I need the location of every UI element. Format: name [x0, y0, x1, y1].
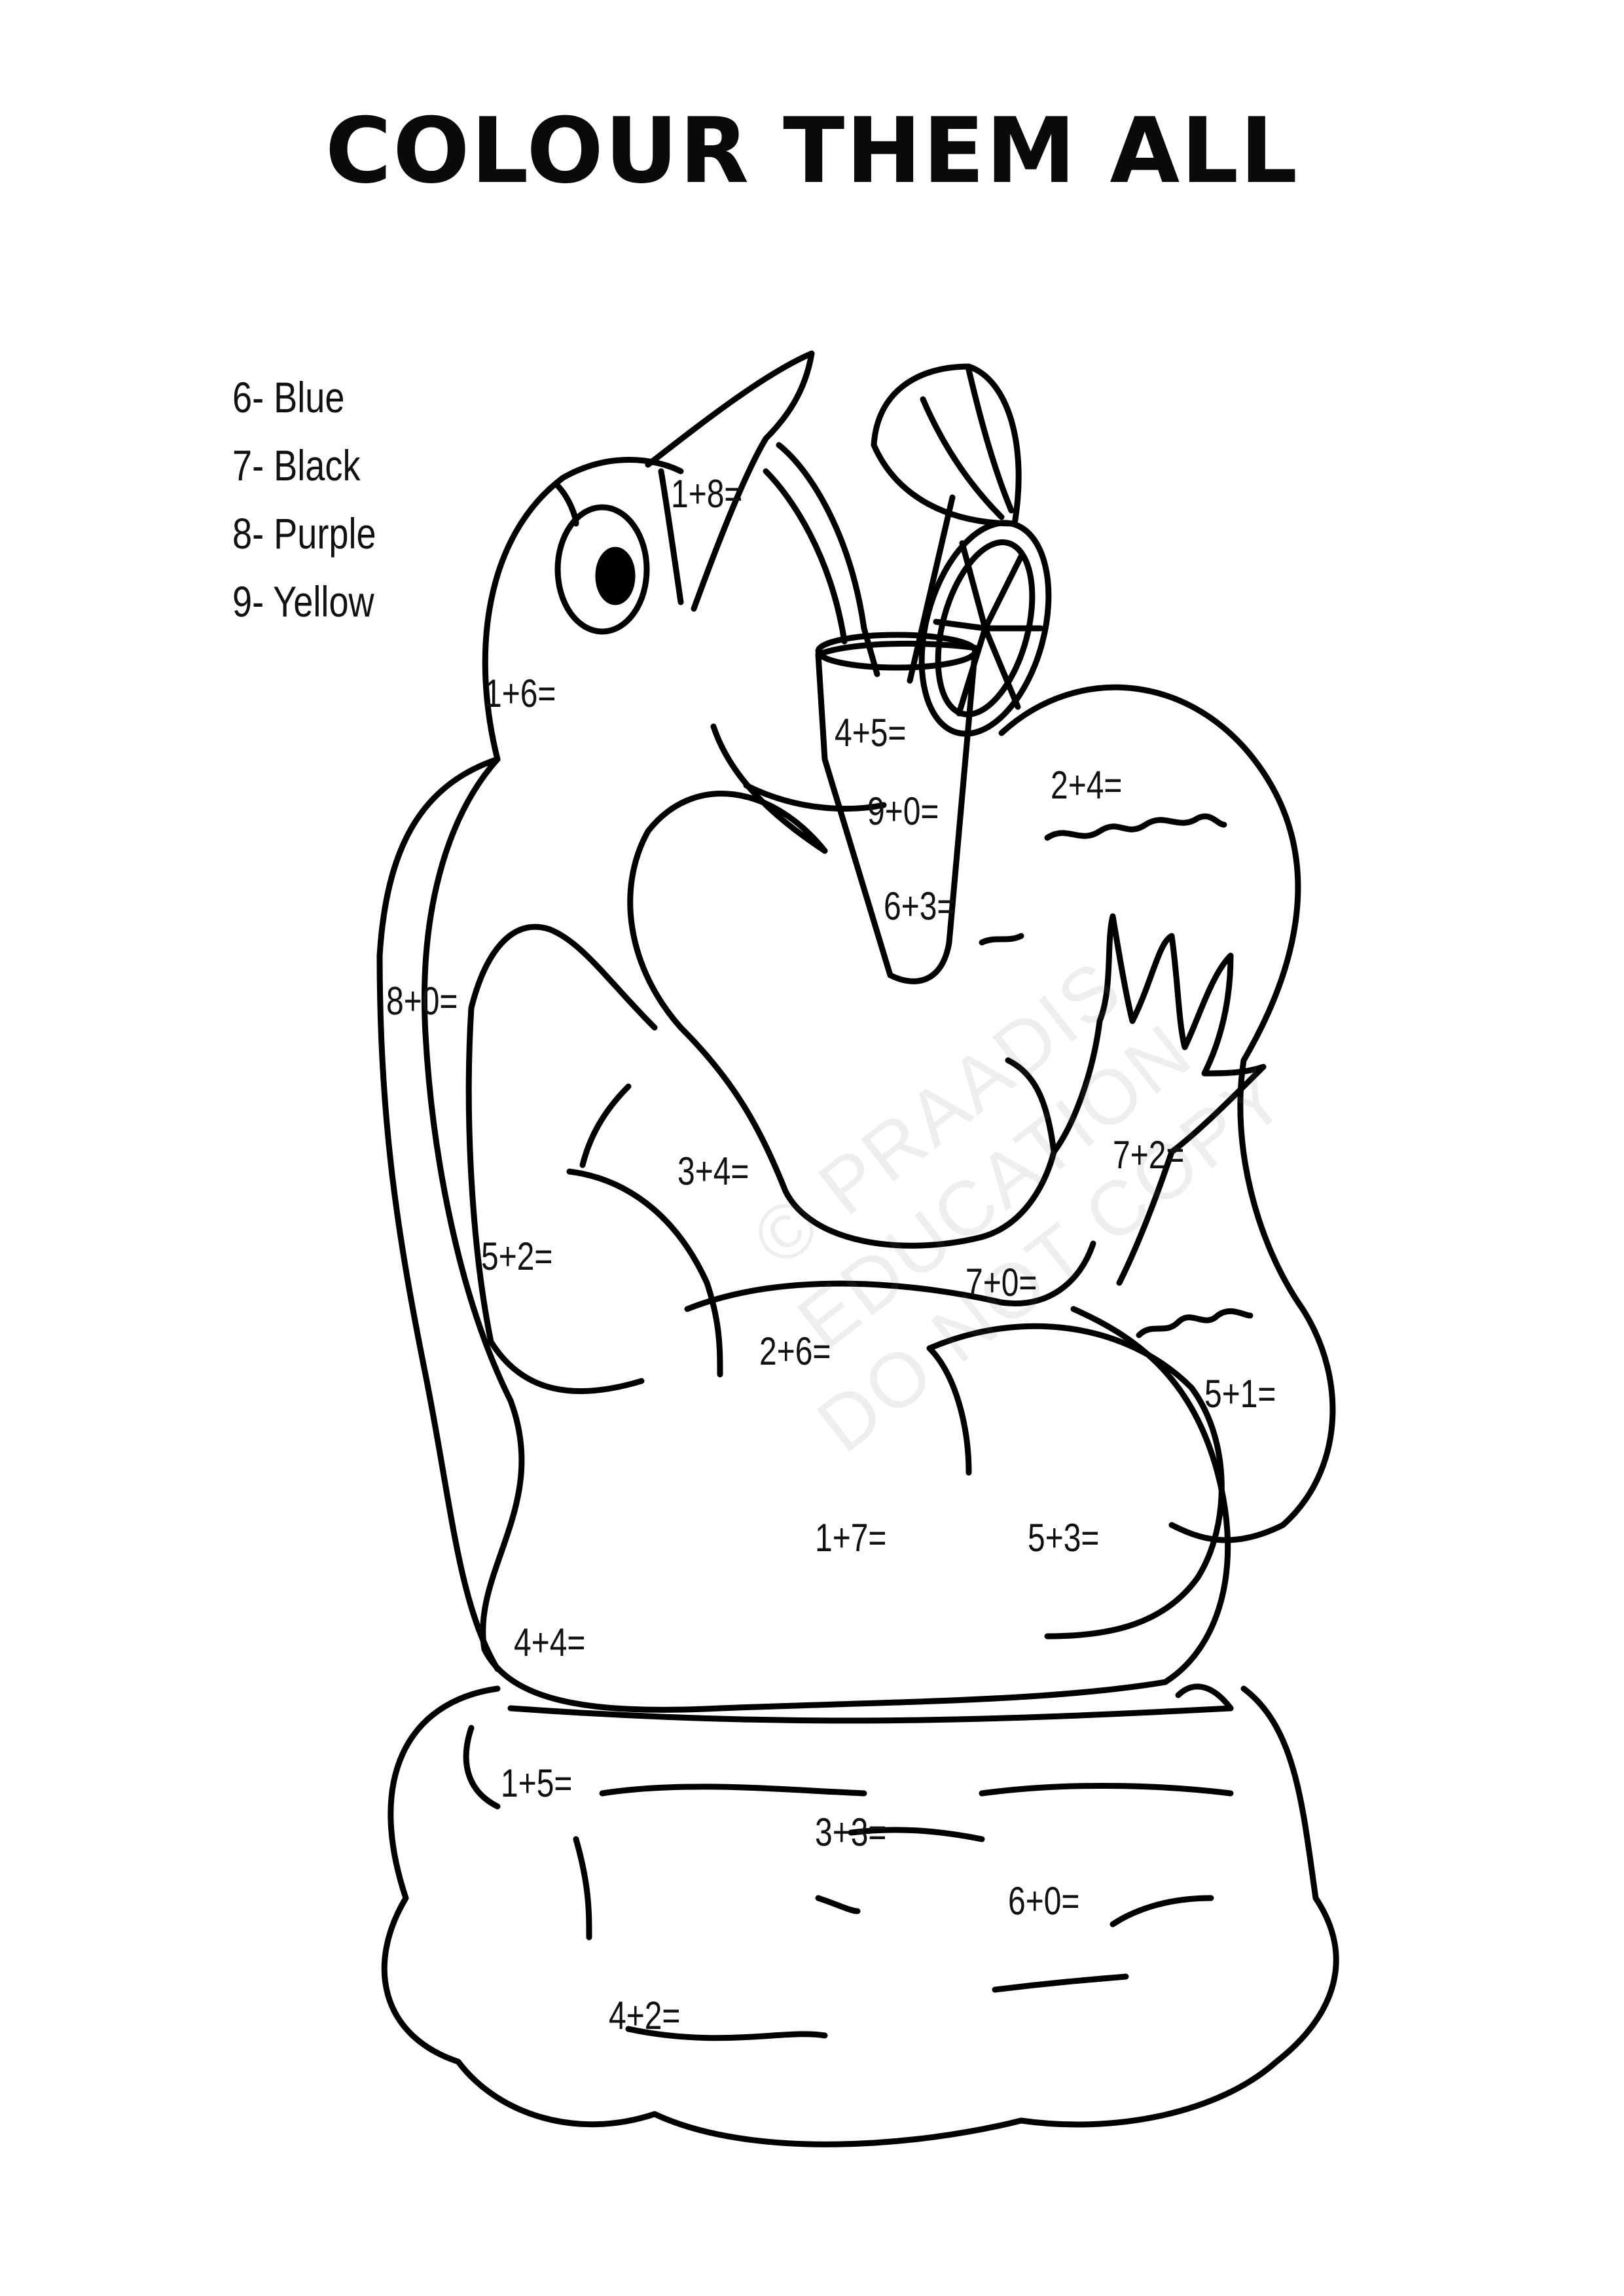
water-ripple — [573, 1836, 592, 1941]
equation-label: 6+3= — [884, 884, 956, 928]
drink-glass-base — [743, 782, 887, 812]
equation-label: 1+5= — [501, 1761, 573, 1805]
equation-label: 1+7= — [815, 1516, 887, 1560]
penguin-eye-pupil — [595, 547, 636, 605]
water-ripple — [507, 1705, 1234, 1724]
water-ripple — [463, 1725, 501, 1810]
penguin-head-outline — [482, 457, 684, 762]
equation-label: 5+2= — [481, 1234, 553, 1278]
drink-umbrella-rib — [920, 396, 1005, 520]
water-ripple — [992, 1973, 1129, 1993]
water-ripple — [979, 1782, 1234, 1797]
equation-label: 7+0= — [965, 1261, 1038, 1304]
straw — [763, 468, 848, 645]
water-ripple — [848, 1827, 985, 1842]
equation-label: 1+6= — [484, 672, 556, 715]
squiggle-line — [1044, 813, 1227, 841]
penguin-eye — [554, 504, 650, 635]
penguin-belly-line — [566, 1168, 723, 1378]
color-key-item-8: 8- Purple — [232, 509, 376, 558]
equation-label: 2+4= — [1051, 763, 1123, 807]
water-puddle-outline — [381, 1685, 1339, 2147]
penguin-tummy — [926, 1323, 1225, 1640]
penguin-beak — [645, 350, 815, 612]
water-ripple — [1175, 1683, 1234, 1712]
water-ripple — [815, 1895, 861, 1914]
equation-label: 4+5= — [835, 711, 907, 755]
drink-umbrella-rib — [965, 367, 1015, 514]
penguin-tummy-line — [926, 1345, 972, 1476]
equation-label: 5+3= — [1028, 1516, 1100, 1560]
straw — [776, 442, 880, 677]
equation-label: 1+8= — [671, 472, 743, 516]
lemon-segment — [933, 540, 1044, 717]
water-ripple — [599, 1784, 867, 1797]
umbrella-stick — [907, 494, 956, 684]
equation-label: 7+2= — [1113, 1133, 1185, 1177]
penguin-back-hump — [998, 684, 1336, 1543]
page-title: COLOUR THEM ALL — [325, 98, 1299, 204]
drink-umbrella — [871, 363, 1022, 527]
equation-label: 9+0= — [867, 789, 939, 833]
penguin-back-outline — [376, 756, 501, 1672]
penguin-tummy-line — [684, 1240, 1096, 1312]
color-key-item-7: 7- Black — [232, 441, 361, 490]
equation-label: 5+1= — [1204, 1372, 1276, 1416]
color-key: 6- Blue 7- Black 8- Purple 9- Yellow — [232, 363, 408, 636]
penguin-foot-toe — [1116, 1149, 1175, 1286]
penguin-eyebrow — [553, 481, 579, 527]
squiggle-line — [979, 933, 1024, 946]
drink-glass-rim — [815, 632, 979, 671]
lemon-slice — [918, 520, 1052, 737]
penguin-belly-line — [579, 1083, 632, 1168]
lemon-slice-inner — [935, 539, 1036, 717]
equation-label: 6+0= — [1008, 1879, 1080, 1923]
penguin-foot — [1051, 913, 1267, 1155]
color-key-item-6: 6- Blue — [232, 373, 345, 422]
equation-label: 3+4= — [677, 1149, 749, 1193]
equation-label: 4+2= — [609, 1994, 681, 2037]
squiggle-line — [1136, 1308, 1254, 1338]
equation-label: 3+3= — [815, 1810, 887, 1854]
equation-label: 8+0= — [386, 979, 458, 1023]
equation-label: 2+6= — [759, 1329, 831, 1373]
penguin-wing-front — [465, 924, 658, 1394]
water-ripple — [1110, 1895, 1214, 1928]
color-key-item-9: 9- Yellow — [232, 577, 374, 626]
penguin-wing — [627, 791, 1057, 1249]
water-ripple — [625, 2026, 828, 2041]
equation-label: 4+4= — [514, 1621, 586, 1664]
penguin-body-outline — [422, 756, 1231, 1713]
penguin-beak-edge — [658, 468, 684, 605]
